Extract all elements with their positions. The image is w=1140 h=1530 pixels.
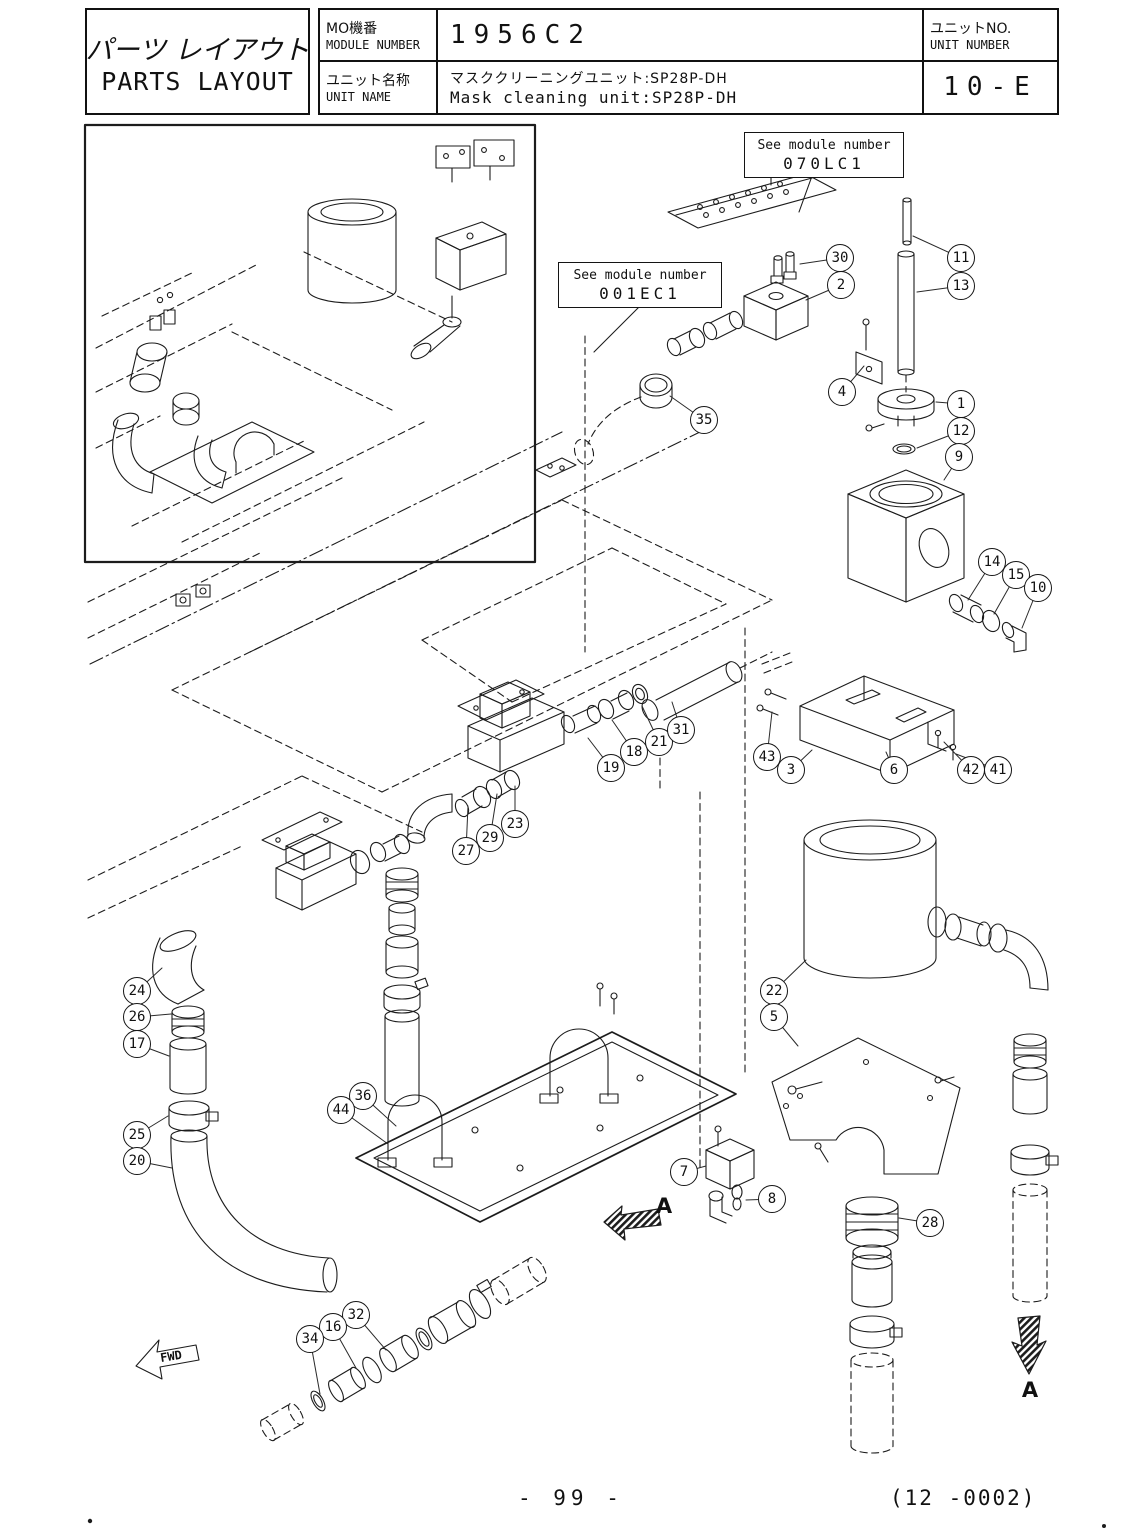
page-mark-left bbox=[87, 1518, 93, 1524]
part-callout-12: 12 bbox=[947, 417, 975, 445]
part-callout-1: 1 bbox=[947, 390, 975, 418]
title-block: パーツ レイアウト PARTS LAYOUT bbox=[85, 8, 310, 115]
part-callout-18: 18 bbox=[620, 738, 648, 766]
part-callout-9: 9 bbox=[945, 443, 973, 471]
part-callout-30: 30 bbox=[826, 244, 854, 272]
page-mark-right bbox=[1102, 1524, 1106, 1528]
fwd-arrow bbox=[135, 1339, 200, 1380]
part-callout-17: 17 bbox=[123, 1030, 151, 1058]
ref-note-text: See module number bbox=[757, 137, 891, 153]
module-number-label-en: MODULE NUMBER bbox=[326, 37, 420, 52]
part-callout-11: 11 bbox=[947, 244, 975, 272]
inlet-hose-chain bbox=[260, 1256, 547, 1442]
title-info-table: MO機番 MODULE NUMBER 1956C2 ユニットNO. UNIT N… bbox=[318, 8, 1059, 115]
cleaning-tank bbox=[803, 819, 1049, 991]
unit-name-label-en: UNIT NAME bbox=[326, 90, 392, 105]
page-number: - 99 - bbox=[518, 1486, 624, 1510]
part-callout-25: 25 bbox=[123, 1121, 151, 1149]
unit-name-label: ユニット名称 UNIT NAME bbox=[320, 61, 438, 113]
mounting-base-plate bbox=[355, 982, 737, 1223]
note-leader-lines bbox=[593, 175, 813, 353]
part-callout-28: 28 bbox=[916, 1209, 944, 1237]
mounting-bracket-assembly bbox=[756, 652, 957, 775]
right-hose-stack bbox=[1010, 1033, 1059, 1303]
ref-note-module-number: 070LC1 bbox=[783, 153, 865, 173]
solenoid-valve-assembly-upper bbox=[454, 679, 649, 818]
section-arrow-a-1 bbox=[603, 1205, 662, 1241]
unit-number-label-en: UNIT NUMBER bbox=[930, 37, 1010, 52]
part-callout-43: 43 bbox=[753, 743, 781, 771]
unit-name-value-en: Mask cleaning unit:SP28P-DH bbox=[450, 87, 738, 107]
part-callout-31: 31 bbox=[667, 716, 695, 744]
part-callout-3: 3 bbox=[777, 756, 805, 784]
drain-fitting-stack bbox=[845, 1196, 903, 1454]
part-callout-44: 44 bbox=[327, 1096, 355, 1124]
unit-number-value: 10-E bbox=[943, 72, 1038, 103]
unit-name-value-cell: マスククリーニングユニット:SP28P-DH Mask cleaning uni… bbox=[438, 61, 924, 113]
part-callout-34: 34 bbox=[296, 1325, 324, 1353]
unit-name-label-jp: ユニット名称 bbox=[326, 73, 410, 90]
part-callout-7: 7 bbox=[670, 1158, 698, 1186]
unit-name-value-jp: マスククリーニングユニット:SP28P-DH bbox=[450, 70, 728, 87]
machine-frame-construction-lines bbox=[87, 335, 773, 1169]
part-callout-20: 20 bbox=[123, 1147, 151, 1175]
page-title-english: PARTS LAYOUT bbox=[101, 66, 294, 96]
unit-number-label: ユニットNO. UNIT NUMBER bbox=[924, 10, 1057, 62]
part-callout-2: 2 bbox=[827, 271, 855, 299]
part-callout-6: 6 bbox=[880, 756, 908, 784]
part-callout-23: 23 bbox=[501, 810, 529, 838]
part-callout-27: 27 bbox=[452, 837, 480, 865]
part-callout-10: 10 bbox=[1024, 574, 1052, 602]
cylinder-assembly bbox=[573, 197, 1027, 653]
module-number-value-cell: 1956C2 bbox=[438, 10, 924, 62]
unit-number-label-jp: ユニットNO. bbox=[930, 20, 1012, 37]
part-callout-42: 42 bbox=[957, 756, 985, 784]
part-callout-19: 19 bbox=[597, 754, 625, 782]
ref-note-module-number: 001EC1 bbox=[599, 283, 681, 303]
module-number-label: MO機番 MODULE NUMBER bbox=[320, 10, 438, 62]
part-callout-13: 13 bbox=[947, 272, 975, 300]
document-number: (12 -0002) bbox=[890, 1486, 1037, 1510]
part-callout-14: 14 bbox=[978, 548, 1006, 576]
elbow-and-hose-stack bbox=[152, 930, 338, 1293]
view-direction-arrows: FWD bbox=[135, 1205, 1047, 1380]
part-callout-41: 41 bbox=[984, 756, 1012, 784]
part-callout-5: 5 bbox=[760, 1003, 788, 1031]
part-callout-4: 4 bbox=[828, 378, 856, 406]
part-callout-29: 29 bbox=[476, 824, 504, 852]
solenoid-valve-assembly-lower bbox=[261, 793, 453, 1107]
page-title-japanese: パーツ レイアウト bbox=[85, 34, 310, 66]
ref-note-text: See module number bbox=[573, 267, 707, 283]
part-callout-22: 22 bbox=[760, 977, 788, 1005]
module-number-value: 1956C2 bbox=[450, 19, 592, 50]
unit-number-value-cell: 10-E bbox=[924, 62, 1057, 114]
part-callout-35: 35 bbox=[690, 406, 718, 434]
part-callout-26: 26 bbox=[123, 1003, 151, 1031]
callout-leader-lines bbox=[136, 235, 1039, 1395]
part-callout-8: 8 bbox=[758, 1185, 786, 1213]
fwd-arrow-label: FWD bbox=[159, 1348, 183, 1365]
module-number-label-jp: MO機番 bbox=[326, 20, 378, 37]
small-valve-block bbox=[705, 1125, 755, 1224]
view-label-a-1: A bbox=[655, 1194, 673, 1218]
view-label-a-2: A bbox=[1021, 1378, 1039, 1402]
section-arrow-a-2 bbox=[1011, 1315, 1047, 1375]
tank-mounting-bracket bbox=[771, 1037, 961, 1175]
part-callout-24: 24 bbox=[123, 977, 151, 1005]
inset-subassembly-view bbox=[83, 123, 537, 564]
